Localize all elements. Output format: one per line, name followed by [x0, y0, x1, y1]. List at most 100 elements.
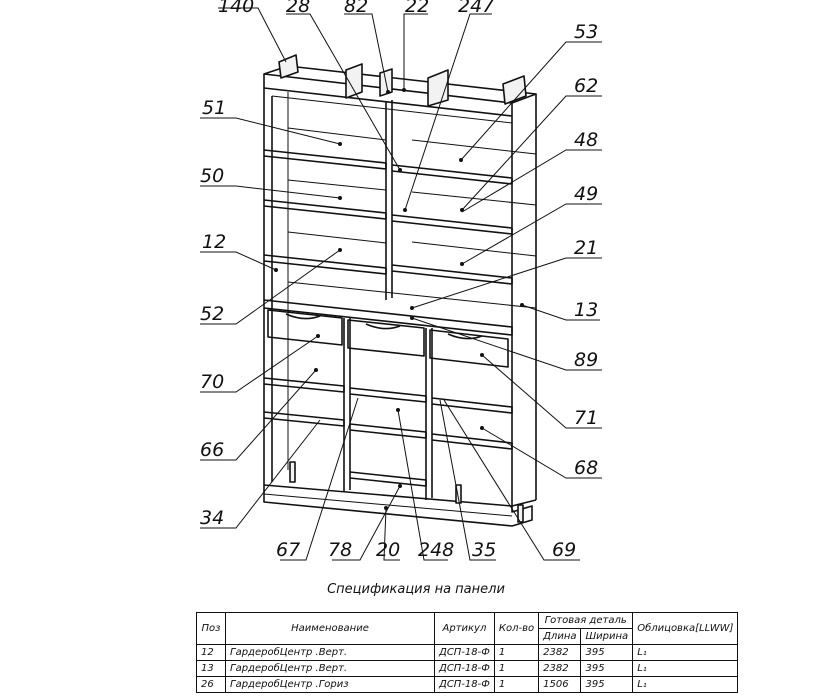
- leg: [455, 484, 462, 504]
- spec-cell-length: 1506: [538, 676, 582, 693]
- callout-67: 67: [276, 539, 300, 561]
- spec-cell-pos: 26: [196, 676, 226, 693]
- leader-dot: [459, 158, 463, 162]
- drawer-right-handle: [447, 333, 483, 340]
- leader-dot: [396, 408, 400, 412]
- drawer-left-handle: [285, 313, 321, 320]
- leader-62: [461, 95, 602, 211]
- shelf-upper-right-1: [391, 164, 513, 185]
- callout-49: 49: [574, 183, 598, 205]
- stiffener-left: [278, 54, 299, 79]
- callout-78: 78: [328, 539, 352, 561]
- leader-12: [200, 251, 277, 271]
- leader-dot: [338, 196, 342, 200]
- plinth: [263, 484, 533, 527]
- spec-cell-qty: 1: [493, 644, 540, 661]
- spec-cell-article: ДСП-18-Ф: [434, 644, 495, 661]
- right-side-bottom: [511, 499, 537, 507]
- spec-cell-qty: 1: [493, 660, 540, 677]
- spec-cell-article: ДСП-18-Ф: [434, 676, 495, 693]
- shelf-upper-left-3: [263, 254, 387, 275]
- callout-66: 66: [200, 439, 224, 461]
- callout-21: 21: [574, 237, 598, 259]
- leader-48: [461, 149, 602, 213]
- spec-cell-qty: 1: [493, 676, 540, 693]
- callout-22: 22: [405, 0, 429, 17]
- shelf-upper-right-2: [391, 214, 513, 235]
- top-panel: [263, 65, 537, 104]
- spec-cell-edging: L₁: [632, 660, 739, 677]
- leader-28: [286, 13, 401, 171]
- spec-header-width: Ширина: [580, 628, 634, 645]
- leader-247: [404, 13, 492, 211]
- callout-50: 50: [200, 165, 224, 187]
- leader-13: [521, 304, 600, 321]
- callout-248: 248: [418, 539, 454, 561]
- spec-header-edging: Облицовка[LLWW]: [632, 612, 739, 645]
- callout-71: 71: [574, 407, 598, 429]
- shelf-upper-left-1: [263, 149, 387, 170]
- callout-20: 20: [376, 539, 400, 561]
- callout-13: 13: [574, 299, 598, 321]
- leader-70: [200, 335, 319, 393]
- spec-header-pos: Поз: [196, 612, 226, 645]
- callout-247: 247: [458, 0, 494, 17]
- leader-21: [411, 257, 602, 309]
- leader-49: [461, 203, 602, 265]
- cabinet-drawing: [263, 54, 537, 527]
- leader-140: [218, 7, 287, 63]
- leader-35: [439, 399, 496, 561]
- leader-dot: [338, 142, 342, 146]
- spec-title: Спецификация на панели: [327, 582, 505, 597]
- leader-dot: [403, 208, 407, 212]
- shelf-upper-right-1-back: [411, 139, 537, 155]
- callout-34: 34: [200, 507, 224, 529]
- leader-69: [443, 399, 580, 561]
- callout-53: 53: [574, 21, 598, 43]
- shelf-upper-left-2-back: [287, 179, 387, 191]
- leader-dots: [274, 88, 524, 510]
- callout-52: 52: [200, 303, 224, 325]
- leader-dot: [386, 90, 390, 94]
- leader-dot: [338, 248, 342, 252]
- spec-cell-article: ДСП-18-Ф: [434, 660, 495, 677]
- leg: [289, 461, 296, 483]
- leader-52: [200, 249, 341, 325]
- leader-34: [200, 419, 321, 529]
- spec-header-qty: Кол-во: [493, 612, 540, 645]
- shelf-upper-left-1-back: [287, 127, 387, 141]
- spec-header-row: Поз Наименование Артикул Кол-во Готовая …: [196, 612, 739, 645]
- spec-cell-width: 395: [580, 644, 634, 661]
- shelf-upper-right-3-back: [411, 241, 537, 257]
- leader-50: [200, 185, 341, 199]
- callout-35: 35: [472, 539, 496, 561]
- leader-dot: [398, 484, 402, 488]
- callout-labels: 140 28 82 22 247 53 62 48 49 21 13 89 71…: [200, 0, 598, 561]
- leader-71: [481, 354, 602, 429]
- spec-cell-length: 2382: [538, 644, 582, 661]
- middle-horizontal-back: [287, 281, 537, 309]
- table-row: 13 ГардеробЦентр .Верт. ДСП-18-Ф 1 2382 …: [196, 660, 739, 677]
- leader-dot: [460, 262, 464, 266]
- shelf-upper-left-3-back: [287, 231, 387, 244]
- spec-cell-pos: 13: [196, 660, 226, 677]
- drawer-right: [429, 329, 509, 368]
- leader-78: [332, 485, 401, 561]
- spec-header-length: Длина: [538, 628, 582, 645]
- leader-22: [403, 13, 428, 90]
- spec-cell-name: ГардеробЦентр .Верт.: [225, 660, 435, 677]
- callout-48: 48: [574, 129, 598, 151]
- leader-dot: [314, 368, 318, 372]
- spec-cell-edging: L₁: [632, 644, 739, 661]
- shelf-lower-center-bottom: [349, 471, 427, 487]
- leader-dot: [410, 316, 414, 320]
- leader-dot: [480, 353, 484, 357]
- middle-horizontal: [263, 299, 513, 336]
- shelf-lower-left-1: [263, 377, 345, 393]
- leader-67: [280, 397, 359, 561]
- callout-140: 140: [218, 0, 254, 17]
- leader-dot: [384, 506, 388, 510]
- table-row: 26 ГардеробЦентр .Гориз ДСП-18-Ф 1 1506 …: [196, 676, 739, 693]
- callout-28: 28: [286, 0, 310, 17]
